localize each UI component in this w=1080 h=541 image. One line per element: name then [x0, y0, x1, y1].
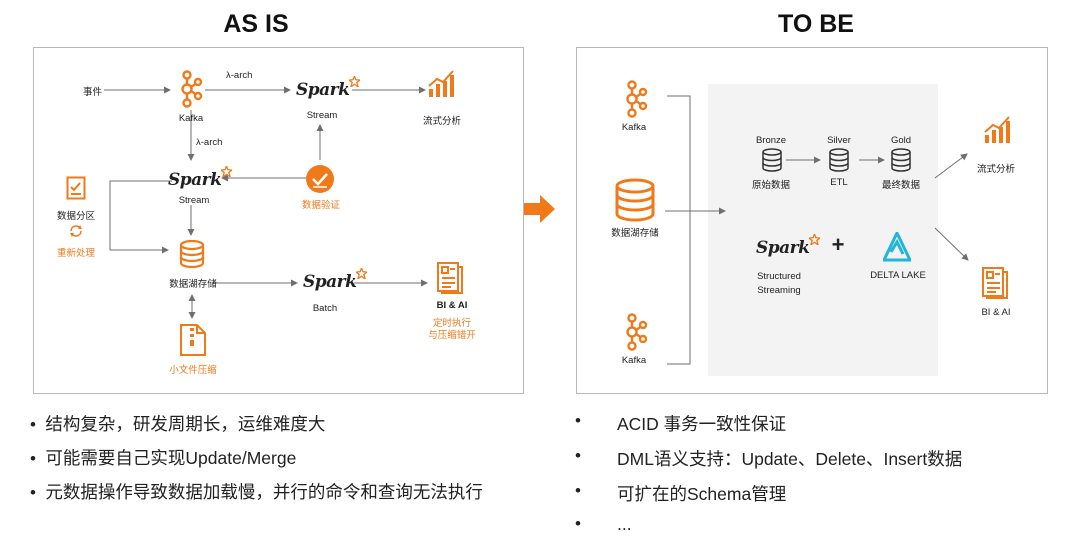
to-be-title: TO BE: [778, 10, 854, 38]
structured-label: Structured: [757, 271, 801, 282]
reprocess-label: 重新处理: [56, 248, 95, 259]
spark-star-icon: [219, 164, 235, 179]
bullet-dot: •: [30, 483, 46, 502]
etl-label: ETL: [830, 177, 848, 188]
batch-label: Batch: [312, 303, 338, 314]
as-is-bullet-3: • 元数据操作导致数据加载慢，并行的命令和查询无法执行: [30, 479, 483, 504]
as-is-panel: [33, 47, 524, 394]
stream-top-label: Stream: [306, 110, 338, 121]
bullet-text: 结构复杂，研发周期长，运维难度大: [45, 414, 326, 434]
bronze-db-icon: [762, 148, 782, 172]
to-be-bullet-dot-1: •: [575, 411, 581, 430]
spark-star-icon: [347, 74, 363, 89]
database-icon: [179, 240, 205, 268]
kafka-icon: [626, 313, 648, 351]
bronze-label: Bronze: [755, 135, 787, 146]
spark-logo-text: Spark: [168, 170, 222, 190]
flow-analysis-label: 流式分析: [976, 164, 1015, 175]
gold-label: Gold: [890, 135, 912, 146]
small-file-compress-label: 小文件压缩: [169, 365, 217, 376]
as-is-bullet-1: • 结构复杂，研发周期长，运维难度大: [30, 411, 325, 436]
schedule-label-1: 定时执行: [432, 318, 471, 329]
kafka-icon: [181, 70, 203, 108]
to-be-bullet-4: ...: [617, 514, 632, 534]
to-be-bullet-3: 可扩在的Schema管理: [617, 484, 787, 504]
report-icon: [437, 262, 463, 294]
silver-db-icon: [829, 148, 849, 172]
to-be-bullet-dot-2: •: [575, 446, 581, 465]
bi-ai-label: BI & AI: [436, 300, 468, 311]
spark-logo-mid: Spark: [168, 164, 235, 190]
gold-db-icon: [891, 148, 911, 172]
to-be-inner-area: [708, 84, 938, 376]
silver-label: Silver: [827, 135, 851, 146]
spark-logo-top: Spark: [296, 74, 363, 100]
delta-lake-label: DELTA LAKE: [870, 270, 926, 281]
delta-lake-icon: [883, 232, 911, 262]
database-icon: [615, 178, 655, 222]
zip-file-icon: [180, 324, 206, 356]
to-be-bullet-2: DML语义支持：Update、Delete、Insert数据: [617, 449, 963, 469]
report-icon: [982, 267, 1008, 299]
raw-data-label: 原始数据: [751, 180, 790, 191]
spark-star-icon: [807, 232, 823, 247]
schedule-label-2: 与压缩错开: [428, 330, 476, 341]
bi-ai-label: BI & AI: [981, 307, 1011, 318]
final-data-label: 最终数据: [881, 180, 920, 191]
kafka-icon: [626, 80, 648, 118]
bullet-text: 元数据操作导致数据加载慢，并行的命令和查询无法执行: [45, 482, 483, 502]
transition-arrow-icon: [524, 195, 555, 223]
as-is-title: AS IS: [223, 10, 289, 38]
as-is-bullet-2: • 可能需要自己实现Update/Merge: [30, 445, 296, 470]
spark-logo-batch: Spark: [303, 266, 370, 292]
to-be-bullet-dot-4: •: [575, 514, 581, 533]
flow-analysis-label: 流式分析: [422, 116, 461, 127]
to-be-bullet-dot-3: •: [575, 481, 581, 500]
spark-star-icon: [354, 266, 370, 281]
lambda-arch-label-mid: λ-arch: [196, 137, 223, 148]
stream-mid-label: Stream: [178, 195, 210, 206]
event-label: 事件: [83, 87, 103, 98]
lake-storage-label: 数据湖存储: [169, 279, 217, 290]
lambda-arch-label-top: λ-arch: [226, 70, 253, 81]
data-partition-label: 数据分区: [56, 211, 95, 222]
lake-storage-label: 数据湖存储: [611, 228, 659, 239]
kafka-bottom-label: Kafka: [621, 355, 647, 366]
bullet-text: 可能需要自己实现Update/Merge: [45, 448, 297, 468]
bullet-dot: •: [30, 415, 46, 434]
analytics-chart-icon: [428, 70, 454, 97]
plus-sign: +: [831, 232, 845, 257]
refresh-icon: [70, 225, 82, 237]
partition-doc-icon: [66, 176, 86, 200]
spark-logo-text: Spark: [303, 272, 357, 292]
to-be-bullet-1: ACID 事务一致性保证: [617, 414, 787, 434]
spark-logo-text: Spark: [756, 238, 810, 258]
streaming-label: Streaming: [757, 285, 801, 296]
spark-logo-text: Spark: [296, 80, 350, 100]
spark-logo-structured: Spark: [756, 232, 823, 258]
analytics-chart-icon: [984, 116, 1010, 143]
kafka-top-label: Kafka: [621, 122, 647, 133]
bullet-dot: •: [30, 449, 46, 468]
check-circle-icon: [306, 165, 334, 193]
kafka-label: Kafka: [178, 113, 204, 124]
data-validate-label: 数据验证: [301, 200, 340, 211]
